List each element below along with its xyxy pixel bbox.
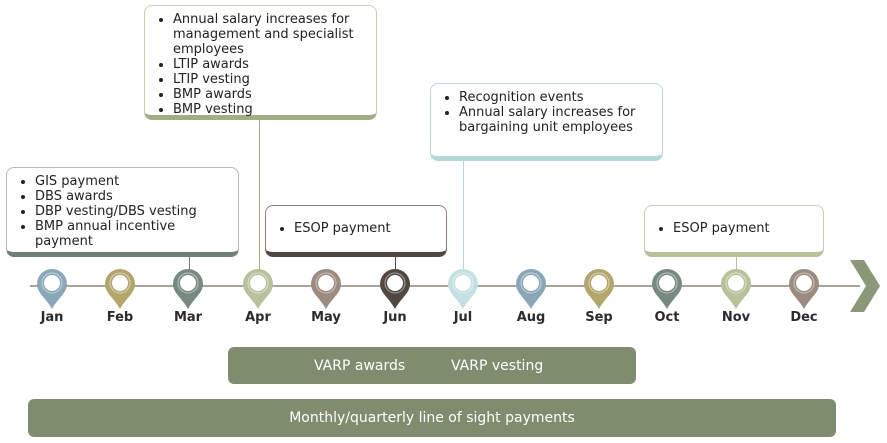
month-label-feb: Feb: [106, 310, 134, 325]
map-pin-icon: [380, 269, 410, 309]
stem-november: [736, 257, 737, 278]
list-item: Annual salary increases for bargaining u…: [459, 105, 654, 135]
stem-march: [189, 257, 190, 278]
callout-april: Annual salary increases for management a…: [144, 5, 377, 120]
month-label-apr: Apr: [245, 310, 271, 325]
list-item: LTIP awards: [173, 57, 368, 72]
map-pin-icon: [652, 269, 682, 309]
month-label-jul: Jul: [453, 310, 473, 325]
callout-november: ESOP payment: [644, 205, 824, 257]
map-pin-icon: [789, 269, 819, 309]
list-item: Annual salary increases for management a…: [173, 12, 368, 57]
varp-vesting-label: VARP vesting: [451, 357, 544, 374]
varp-bar: VARP awards VARP vesting: [228, 347, 636, 384]
stem-april: [259, 120, 260, 278]
callout-march: GIS payment DBS awards DBP vesting/DBS v…: [6, 167, 239, 257]
map-pin-icon: [243, 269, 273, 309]
callout-march-list: GIS payment DBS awards DBP vesting/DBS v…: [7, 168, 238, 249]
month-label-oct: Oct: [654, 310, 680, 325]
map-pin-icon: [173, 269, 203, 309]
list-item: BMP annual incentive payment: [35, 219, 230, 249]
callout-july-list: Recognition events Annual salary increas…: [431, 84, 662, 135]
callout-june-list: ESOP payment: [266, 206, 446, 236]
list-item: ESOP payment: [673, 221, 815, 236]
map-pin-icon: [37, 269, 67, 309]
month-label-dec: Dec: [790, 310, 818, 325]
list-item: DBP vesting/DBS vesting: [35, 204, 230, 219]
line-of-sight-bar: Monthly/quarterly line of sight payments: [28, 399, 836, 437]
month-label-jan: Jan: [40, 310, 64, 325]
map-pin-icon: [721, 269, 751, 309]
list-item: BMP awards: [173, 87, 368, 102]
list-item: GIS payment: [35, 174, 230, 189]
timeline-line: [30, 285, 860, 287]
map-pin-icon: [584, 269, 614, 309]
line-of-sight-label: Monthly/quarterly line of sight payments: [289, 410, 575, 426]
month-label-sep: Sep: [585, 310, 613, 325]
callout-june: ESOP payment: [265, 205, 447, 257]
chevron-right-icon: [850, 260, 880, 312]
callout-july: Recognition events Annual salary increas…: [430, 83, 663, 161]
month-label-mar: Mar: [173, 310, 203, 325]
list-item: DBS awards: [35, 189, 230, 204]
stem-july: [463, 161, 464, 278]
map-pin-icon: [311, 269, 341, 309]
map-pin-icon: [516, 269, 546, 309]
month-label-jun: Jun: [383, 310, 407, 325]
list-item: BMP vesting: [173, 102, 368, 117]
list-item: ESOP payment: [294, 221, 438, 236]
stem-june: [395, 257, 396, 278]
month-label-nov: Nov: [721, 310, 751, 325]
map-pin-icon: [105, 269, 135, 309]
list-item: Recognition events: [459, 90, 654, 105]
month-label-may: May: [311, 310, 341, 325]
varp-awards-label: VARP awards: [314, 357, 406, 374]
callout-november-list: ESOP payment: [645, 206, 823, 236]
list-item: LTIP vesting: [173, 72, 368, 87]
month-label-aug: Aug: [516, 310, 546, 325]
map-pin-icon: [448, 269, 478, 309]
callout-april-list: Annual salary increases for management a…: [145, 6, 376, 117]
